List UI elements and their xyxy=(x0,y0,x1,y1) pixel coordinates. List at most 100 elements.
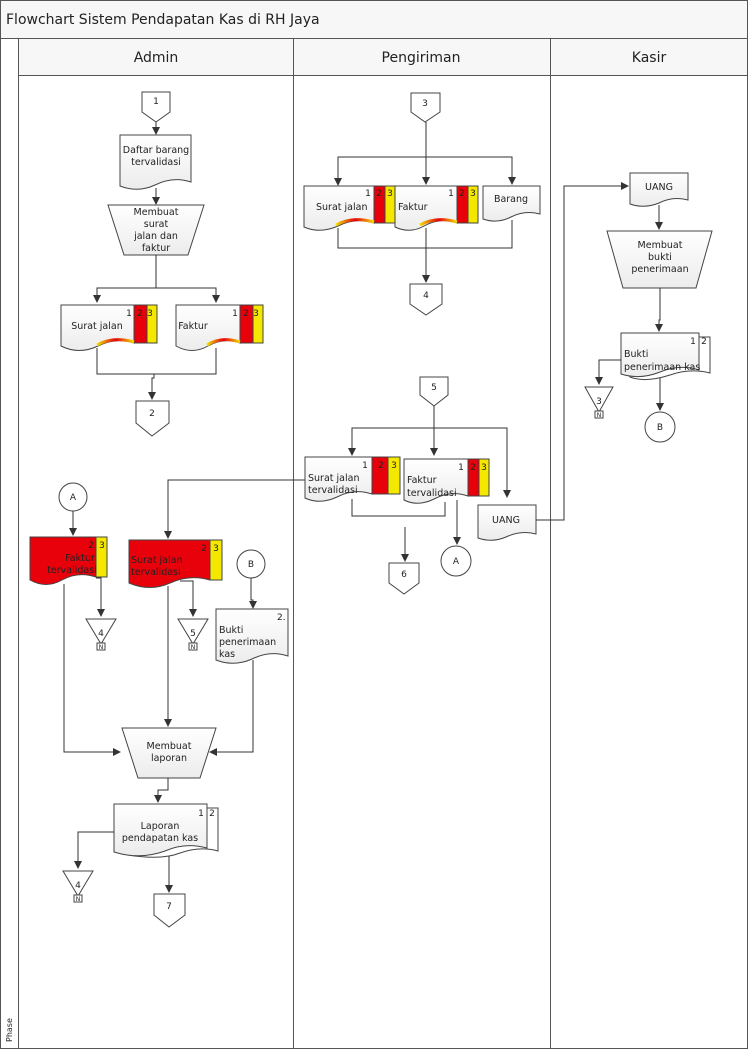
document-uang-kirim: UANG xyxy=(477,504,537,541)
laporan-kas-label-1: Laporan xyxy=(141,821,180,832)
connector-b-admin-label: B xyxy=(248,560,254,570)
copy-num-1: 1 xyxy=(232,309,238,319)
copy-num-3: 3 xyxy=(213,544,219,554)
connector-b-kasir: B xyxy=(644,411,676,443)
document-surat-jalan-admin: 1 2 3 Surat jalan xyxy=(60,304,158,351)
manual-operation-membuat-laporan: Membuat laporan xyxy=(121,727,217,779)
surat-tv-admin-label-1: Surat jalan xyxy=(131,555,182,566)
file-faktur-num: 4 xyxy=(98,629,104,639)
lane-admin-header: Admin xyxy=(134,50,179,66)
copy-num-2: 2 xyxy=(88,541,94,551)
file-surat-mark: N xyxy=(191,644,196,651)
file-symbol-bukti: 3 N xyxy=(584,386,614,419)
offpage-connector-3-label: 3 xyxy=(422,99,428,109)
membuat-bukti-label-2: bukti xyxy=(648,252,672,263)
file-symbol-faktur: 4 N xyxy=(85,618,117,651)
faktur-tv-label-1: Faktur xyxy=(65,553,95,564)
membuat-surat-label-3: jalan dan xyxy=(133,231,178,242)
copy-num-1: 1 xyxy=(448,189,454,199)
daftar-label-2: tervalidasi xyxy=(131,157,181,168)
membuat-laporan-label-1: Membuat xyxy=(147,741,192,752)
copy-num-2: 2 xyxy=(201,544,207,554)
surat-jalan-kirim-label: Surat jalan xyxy=(316,202,367,213)
copy-num-3: 3 xyxy=(470,189,476,199)
uang-kasir-label: UANG xyxy=(645,182,673,193)
copy-num-2: 2 xyxy=(243,309,249,319)
file-bukti-mark: N xyxy=(597,412,602,419)
offpage-connector-6: 6 xyxy=(388,562,420,595)
diagram-title: Flowchart Sistem Pendapatan Kas di RH Ja… xyxy=(6,12,320,28)
membuat-surat-label-4: faktur xyxy=(142,243,170,254)
copy-num-1: 1 xyxy=(198,809,204,819)
offpage-connector-7: 7 xyxy=(153,893,186,928)
offpage-connector-2-label: 2 xyxy=(149,409,155,419)
copy-num-3: 3 xyxy=(99,541,105,551)
surat-tv-kirim-label-2: tervalidasi xyxy=(308,485,358,496)
faktur-tv-kirim-label-2: tervalidasi xyxy=(407,488,457,499)
membuat-bukti-label-3: penerimaan xyxy=(631,264,688,275)
copy-num-2: 2 xyxy=(701,337,707,347)
file-surat-num: 5 xyxy=(190,629,196,639)
copy-num-2: 2 xyxy=(376,189,382,199)
copy-num-1: 1 xyxy=(126,309,132,319)
bukti-admin-label-3: kas xyxy=(219,649,235,660)
copy-num-2: 2 xyxy=(459,189,465,199)
phase-label: Phase xyxy=(5,1018,14,1042)
lane-kasir-header: Kasir xyxy=(632,50,667,66)
offpage-connector-4-label: 4 xyxy=(423,291,429,301)
faktur-tv-kirim-label-1: Faktur xyxy=(407,475,437,486)
faktur-kirim-label: Faktur xyxy=(398,202,428,213)
file-bukti-num: 3 xyxy=(596,397,602,407)
connector-b-admin: B xyxy=(236,549,266,579)
bukti-admin-num: 2. xyxy=(277,613,286,623)
membuat-surat-label-2: surat xyxy=(144,219,169,230)
copy-num-1: 1 xyxy=(365,189,371,199)
bukti-admin-label-2: penerimaan xyxy=(219,637,276,648)
surat-jalan-admin-label: Surat jalan xyxy=(71,321,122,332)
document-surat-jalan-tervalidasi-kirim: 1 2 3 Surat jalan tervalidasi xyxy=(304,456,401,502)
file-laporan-num: 4 xyxy=(75,881,81,891)
copy-num-3: 3 xyxy=(387,189,393,199)
document-faktur-admin: 1 2 3 Faktur xyxy=(175,304,264,351)
copy-num-3: 3 xyxy=(253,309,259,319)
copy-num-2: 2 xyxy=(470,463,476,473)
copy-num-3: 3 xyxy=(481,463,487,473)
barang-label: Barang xyxy=(494,194,528,205)
manual-operation-membuat-surat: Membuat surat jalan dan faktur xyxy=(107,204,205,256)
copy-num-3: 3 xyxy=(147,309,153,319)
document-bukti-penerimaan-kasir: 1 2 Bukti penerimaan kas xyxy=(620,332,711,381)
file-symbol-surat: 5 N xyxy=(177,618,209,651)
connector-b-kasir-label: B xyxy=(657,423,663,433)
document-surat-jalan-tervalidasi-admin: 2 3 Surat jalan tervalidasi xyxy=(128,539,223,588)
faktur-admin-label: Faktur xyxy=(178,321,208,332)
document-bukti-penerimaan-admin: 2. Bukti penerimaan kas xyxy=(215,608,289,664)
document-daftar-barang: Daftar barang tervalidasi xyxy=(119,134,192,190)
document-faktur-tervalidasi: 2 3 Faktur tervalidasi xyxy=(29,536,108,585)
bukti-kasir-label-1: Bukti xyxy=(624,349,648,360)
surat-tv-kirim-label-1: Surat jalan xyxy=(308,473,359,484)
file-faktur-mark: N xyxy=(99,644,104,651)
copy-num-2: 2 xyxy=(137,309,143,319)
offpage-connector-1: 1 xyxy=(141,91,171,123)
offpage-connector-5: 5 xyxy=(419,376,449,407)
document-barang: Barang xyxy=(482,185,541,222)
membuat-laporan-label-2: laporan xyxy=(151,753,187,764)
offpage-connector-4: 4 xyxy=(409,283,443,316)
offpage-connector-1-label: 1 xyxy=(153,97,159,107)
offpage-connector-2: 2 xyxy=(135,400,170,437)
document-faktur-tervalidasi-kirim: 1 2 3 Faktur tervalidasi xyxy=(403,458,490,504)
connector-a-admin-label: A xyxy=(70,493,77,503)
connector-a-admin: A xyxy=(58,482,88,512)
daftar-label-1: Daftar barang xyxy=(123,145,189,156)
document-surat-jalan-kirim: 1 2 3 Surat jalan xyxy=(303,185,396,231)
offpage-connector-3: 3 xyxy=(410,92,441,123)
manual-operation-membuat-bukti: Membuat bukti penerimaan xyxy=(606,230,713,289)
connector-a-kirim: A xyxy=(440,545,472,577)
bukti-admin-label-1: Bukti xyxy=(219,625,243,636)
offpage-connector-6-label: 6 xyxy=(401,570,407,580)
offpage-connector-7-label: 7 xyxy=(166,902,172,912)
copy-num-2: 2 xyxy=(209,809,215,819)
document-faktur-kirim: 1 2 3 Faktur xyxy=(394,185,479,231)
copy-num-1: 1 xyxy=(690,337,696,347)
